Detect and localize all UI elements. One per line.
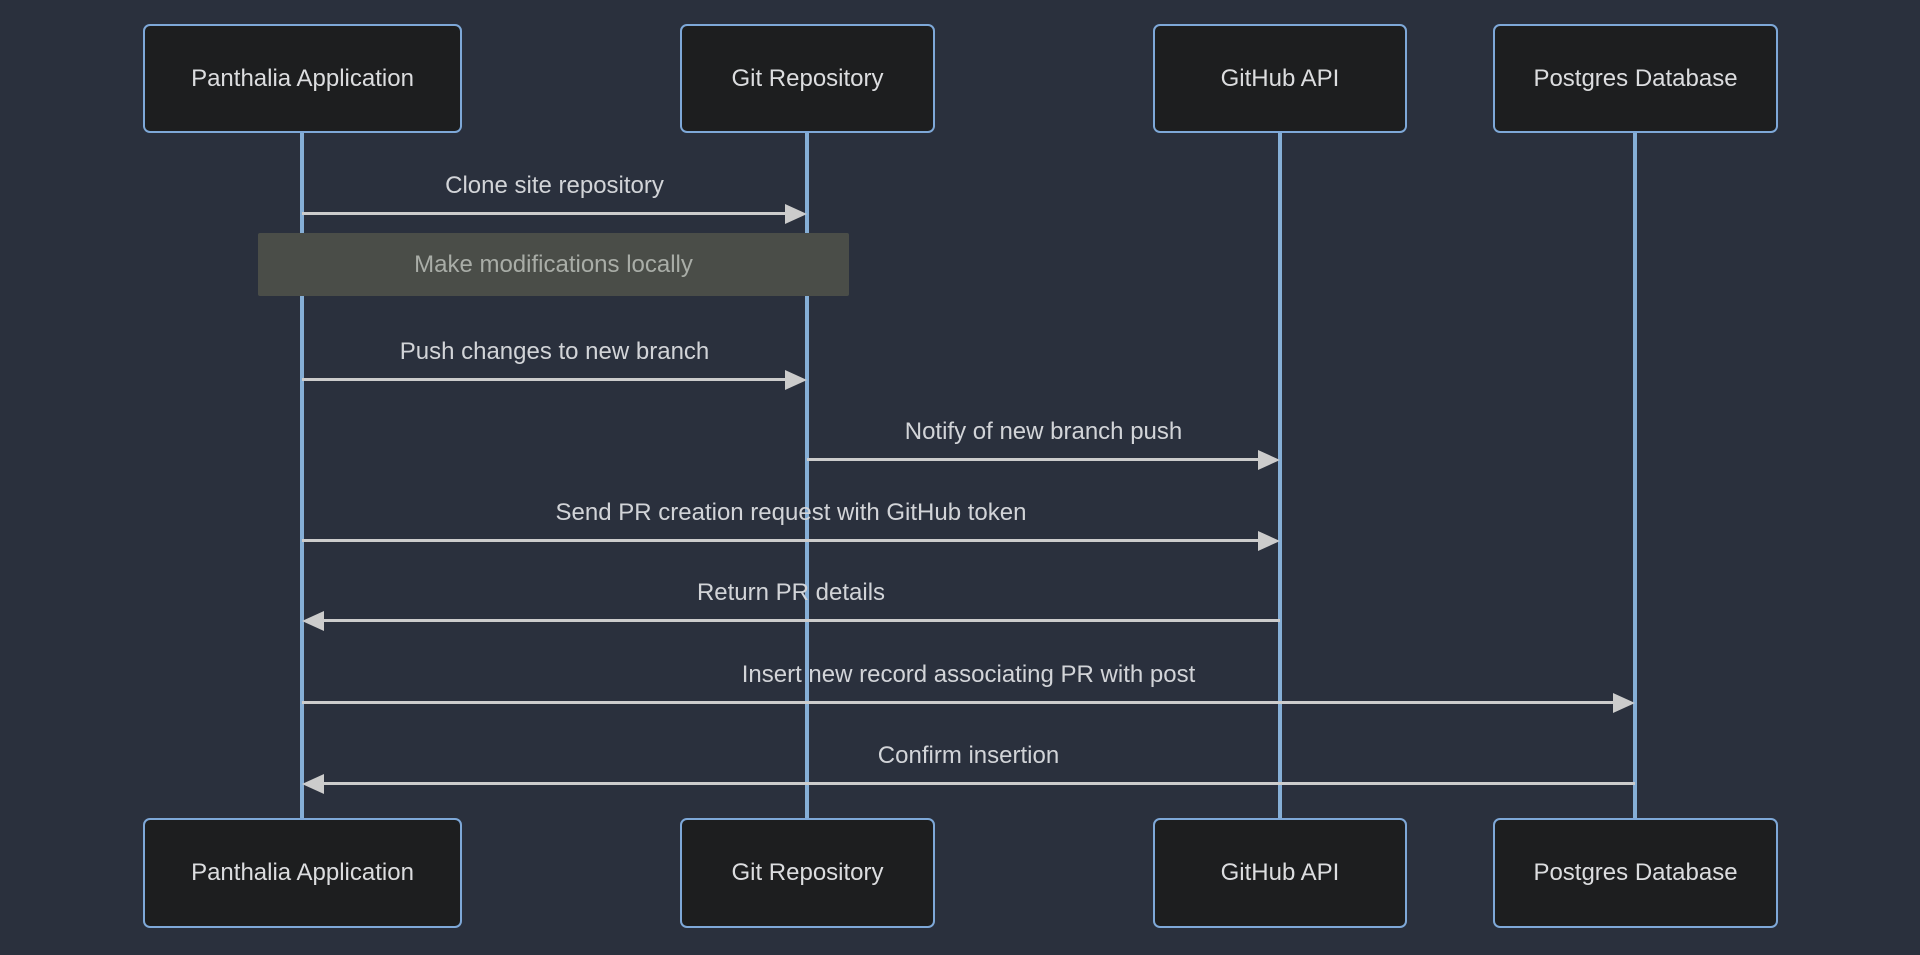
actor-panthalia-application-top: Panthalia Application [143,24,462,133]
actor-panthalia-application-bottom: Panthalia Application [143,818,462,928]
actor-label: Panthalia Application [191,64,414,92]
actor-postgres-database-top: Postgres Database [1493,24,1778,133]
actor-git-repository-top: Git Repository [680,24,935,133]
actor-label: Panthalia Application [191,859,414,886]
message-1-arrowhead-icon [785,204,807,224]
actor-label: Postgres Database [1533,859,1738,886]
actor-postgres-database-bottom: Postgres Database [1493,818,1778,928]
message-2-label: Push changes to new branch [399,338,710,365]
actor-git-repository-bottom: Git Repository [680,818,935,928]
message-2-arrowhead-icon [785,370,807,390]
message-3-arrowhead-icon [1258,450,1280,470]
message-3-label: Notify of new branch push [904,418,1183,445]
message-6-arrowhead-icon [1613,693,1635,713]
actor-label: GitHub API [1220,859,1340,886]
lifeline-postgres-database [1633,133,1637,818]
message-5-label: Return PR details [696,579,886,606]
lifeline-github-api [1278,133,1282,818]
message-5-line [322,619,1280,622]
message-4-line [302,539,1260,542]
actor-label: Git Repository [731,64,884,92]
message-4-arrowhead-icon [1258,531,1280,551]
message-7-label: Confirm insertion [877,742,1060,769]
lifeline-git-repository [805,133,809,818]
lifeline-panthalia-application [300,133,304,818]
message-3-line [807,458,1260,461]
message-7-line [322,782,1635,785]
actor-github-api-bottom: GitHub API [1153,818,1407,928]
actor-label: Postgres Database [1533,64,1738,92]
note-label: Make modifications locally [414,250,693,278]
actor-github-api-top: GitHub API [1153,24,1407,133]
message-2-line [302,378,787,381]
message-1-label: Clone site repository [445,172,664,199]
actor-label: GitHub API [1220,64,1340,92]
message-5-arrowhead-icon [302,611,324,631]
note-box: Make modifications locally [258,233,849,296]
actor-label: Git Repository [731,859,884,886]
message-6-line [302,701,1615,704]
message-4-label: Send PR creation request with GitHub tok… [555,499,1027,526]
message-7-arrowhead-icon [302,774,324,794]
message-6-label: Insert new record associating PR with po… [741,661,1196,688]
message-1-line [302,212,787,215]
